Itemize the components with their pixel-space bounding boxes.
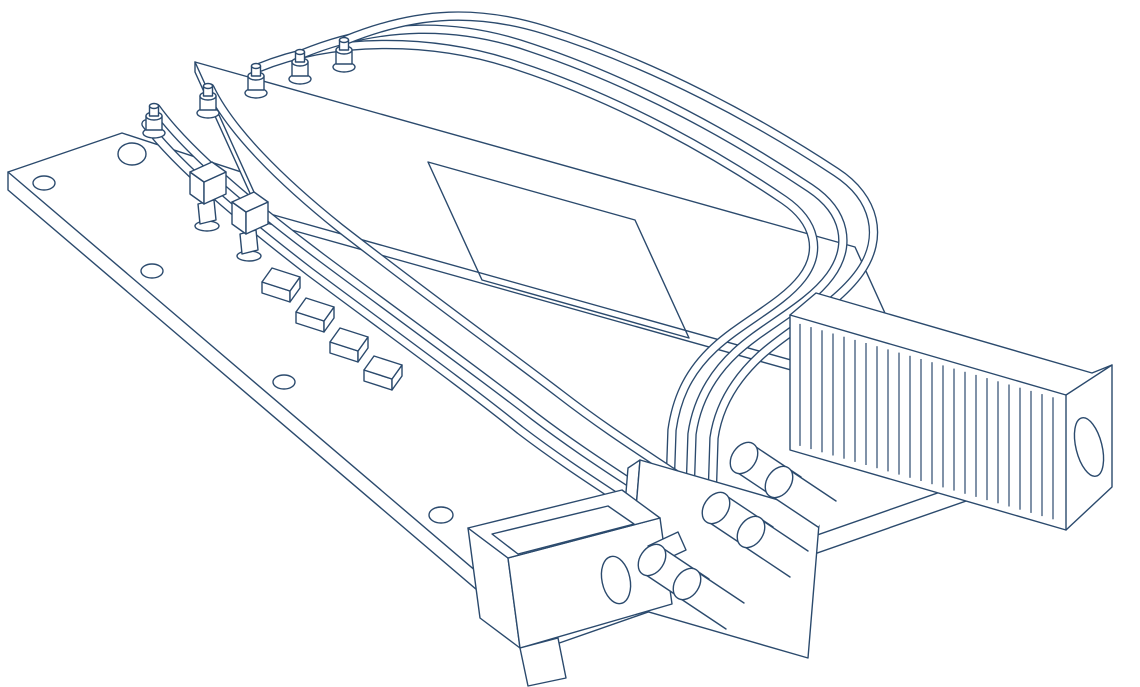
connector-top [261, 267, 301, 292]
heatsink-fins [799, 323, 1054, 520]
standoff-tip-top [338, 36, 350, 44]
heat-pipe-fill [342, 12, 877, 504]
standoff-post [244, 62, 268, 99]
connector-top [329, 327, 369, 352]
connector-top [295, 297, 335, 322]
board-connectors [261, 267, 403, 391]
pin-end-face [701, 491, 731, 525]
connector-box [363, 355, 403, 391]
standoff-tip-top [294, 48, 306, 56]
standoff-post [332, 36, 356, 73]
pin-body-sides [677, 570, 745, 630]
pin-end-face [764, 465, 794, 499]
standoff-tip-top [202, 82, 214, 90]
mounting-holes [32, 142, 454, 524]
heat-pipes-top-bundle [253, 11, 879, 505]
standoff-post [142, 102, 166, 139]
standoff-posts [142, 36, 356, 139]
connector-box [295, 297, 335, 333]
pin-body-sides [741, 518, 809, 578]
clamp [231, 191, 269, 262]
mounting-hole [32, 175, 56, 191]
power-pin [672, 567, 745, 630]
heatsink-oval-cutout [1073, 417, 1105, 477]
mounting-hole [272, 374, 296, 390]
heatsink [789, 292, 1113, 531]
housing-top-rim [467, 489, 661, 559]
pin-end-face [672, 567, 702, 601]
mounting-hole [428, 506, 454, 524]
clamp-stem [197, 199, 217, 225]
mounting-hole-large [117, 142, 147, 166]
standoff-post [196, 82, 220, 119]
pin-end-face [637, 543, 667, 577]
connector-box [329, 327, 369, 363]
mounting-hole [140, 263, 164, 279]
connector-box [261, 267, 301, 303]
pin-end-face [729, 441, 759, 475]
pin-end-face [736, 515, 766, 549]
power-pin [736, 515, 809, 578]
clamp-top [231, 191, 269, 213]
clamp-stem [239, 229, 259, 255]
housing-oval-cutout [600, 555, 632, 605]
standoff-tip-top [148, 102, 160, 110]
power-pins [637, 441, 837, 630]
power-pin [764, 465, 837, 528]
front-panel-housing [467, 489, 687, 687]
connector-top [363, 355, 403, 380]
housing-bottom-tab [519, 637, 567, 687]
hold-down-clamps [189, 161, 269, 262]
cover-plate-inner-panel [427, 161, 690, 339]
heatsink-top-near-edge [789, 314, 1067, 396]
standoff-tip-top [250, 62, 262, 70]
board-front-edge [7, 171, 546, 631]
clamp-top [189, 161, 227, 183]
heat-pipe-fill [254, 41, 817, 492]
heatsink-endcap-top-edge [1065, 364, 1113, 396]
clamp [189, 161, 227, 232]
housing-channel-opening [491, 505, 635, 555]
standoff-post [288, 48, 312, 85]
pin-body-sides [769, 468, 837, 528]
heat-pipe-fill [206, 84, 710, 498]
heat-pipe-fill [298, 25, 847, 498]
